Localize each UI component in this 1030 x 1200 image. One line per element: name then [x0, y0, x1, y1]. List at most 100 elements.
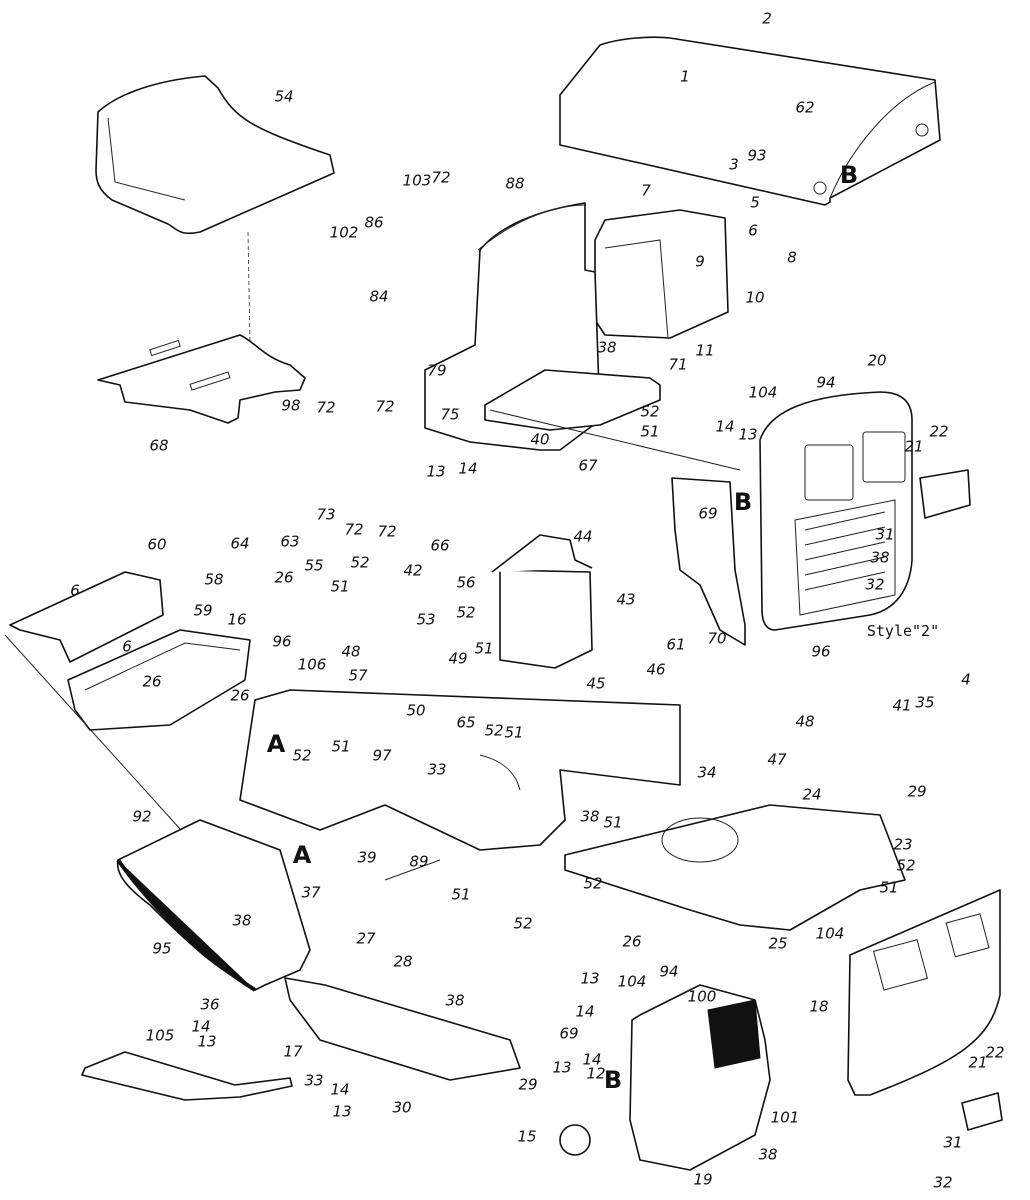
callout-16: 16 — [227, 610, 247, 629]
callout-29b: 29 — [518, 1075, 538, 1094]
callout-33: 33 — [427, 760, 447, 779]
callout-51b: 51 — [330, 577, 350, 596]
callout-14b: 14 — [715, 417, 735, 436]
ref-mark-b3: B — [603, 1066, 623, 1094]
callout-52b: 52 — [350, 553, 370, 572]
callout-38f: 38 — [758, 1145, 778, 1164]
side-panel-lower — [629, 984, 771, 1171]
callout-14c: 14 — [191, 1017, 211, 1036]
style-note: Style"2" — [866, 622, 940, 640]
callout-92: 92 — [132, 807, 152, 826]
callout-97: 97 — [372, 746, 392, 765]
callout-52d: 52 — [484, 721, 504, 740]
callout-67: 67 — [578, 456, 598, 475]
callout-52h: 52 — [513, 914, 533, 933]
footrest — [284, 977, 521, 1081]
front-frame — [564, 804, 906, 931]
callout-37: 37 — [301, 883, 321, 902]
callout-6c: 6 — [122, 637, 132, 656]
callout-93: 93 — [747, 146, 767, 165]
assembly-guide-line — [4, 634, 191, 841]
callout-26c: 26 — [230, 686, 250, 705]
callout-20: 20 — [867, 351, 887, 370]
step-mat — [81, 1051, 293, 1101]
callout-59: 59 — [193, 601, 213, 620]
callout-51h: 51 — [451, 885, 471, 904]
callout-88: 88 — [505, 174, 525, 193]
callout-36: 36 — [200, 995, 220, 1014]
ref-mark-b: B — [839, 161, 859, 189]
callout-51e: 51 — [331, 737, 351, 756]
callout-6: 6 — [748, 221, 758, 240]
tool-box — [67, 629, 251, 731]
callout-38e: 38 — [445, 991, 465, 1010]
callout-50: 50 — [406, 701, 426, 720]
callout-31: 31 — [875, 525, 895, 544]
callout-32: 32 — [865, 575, 885, 594]
callout-62: 62 — [795, 98, 815, 117]
callout-105: 105 — [145, 1026, 175, 1045]
callout-44: 44 — [573, 527, 593, 546]
callout-31b: 31 — [943, 1133, 963, 1152]
hood — [559, 36, 941, 206]
callout-68: 68 — [149, 436, 169, 455]
callout-84: 84 — [369, 287, 389, 306]
callout-54: 54 — [274, 87, 294, 106]
callout-38d: 38 — [232, 911, 252, 930]
grille-style2 — [759, 391, 913, 631]
callout-61: 61 — [666, 635, 686, 654]
callout-22b: 22 — [985, 1043, 1005, 1062]
callout-66: 66 — [430, 536, 450, 555]
callout-86: 86 — [364, 213, 384, 232]
callout-18: 18 — [809, 997, 829, 1016]
rod-89 — [384, 859, 441, 881]
callout-40: 40 — [530, 430, 550, 449]
callout-102: 102 — [329, 223, 359, 242]
callout-21: 21 — [904, 437, 924, 456]
callout-26: 26 — [274, 568, 294, 587]
callout-22: 22 — [929, 422, 949, 441]
callout-1: 1 — [680, 67, 690, 86]
callout-58: 58 — [204, 570, 224, 589]
callout-52: 52 — [640, 402, 660, 421]
callout-26d: 26 — [622, 932, 642, 951]
callout-6b: 6 — [70, 581, 80, 600]
callout-33b: 33 — [304, 1071, 324, 1090]
ref-mark-b2: B — [733, 488, 753, 516]
ref-mark-a: A — [266, 730, 286, 758]
callout-57: 57 — [348, 666, 368, 685]
callout-73: 73 — [316, 505, 336, 524]
callout-52g: 52 — [583, 874, 603, 893]
seat-guide-line — [247, 231, 251, 346]
callout-14d: 14 — [330, 1080, 350, 1099]
callout-13f: 13 — [552, 1058, 572, 1077]
callout-13c: 13 — [197, 1032, 217, 1051]
callout-51: 51 — [640, 422, 660, 441]
callout-63: 63 — [280, 532, 300, 551]
callout-17: 17 — [283, 1042, 303, 1061]
callout-38c: 38 — [580, 807, 600, 826]
callout-106: 106 — [297, 655, 327, 674]
rod — [489, 409, 741, 471]
callout-2: 2 — [762, 9, 772, 28]
callout-52f: 52 — [896, 856, 916, 875]
callout-13e: 13 — [580, 969, 600, 988]
callout-69: 69 — [698, 504, 718, 523]
callout-4: 4 — [961, 670, 971, 689]
callout-23: 23 — [893, 835, 913, 854]
callout-65: 65 — [456, 713, 476, 732]
callout-55: 55 — [304, 556, 324, 575]
callout-51c: 51 — [474, 639, 494, 658]
callout-26b: 26 — [142, 672, 162, 691]
callout-70: 70 — [707, 629, 727, 648]
callout-9: 9 — [695, 252, 705, 271]
callout-41: 41 — [892, 696, 912, 715]
callout-104c: 104 — [617, 972, 647, 991]
callout-47: 47 — [767, 750, 787, 769]
callout-72: 72 — [431, 168, 451, 187]
battery — [491, 534, 593, 669]
callout-7: 7 — [641, 181, 651, 200]
callout-32b: 32 — [933, 1173, 953, 1192]
callout-19: 19 — [693, 1170, 713, 1189]
callout-75: 75 — [440, 405, 460, 424]
